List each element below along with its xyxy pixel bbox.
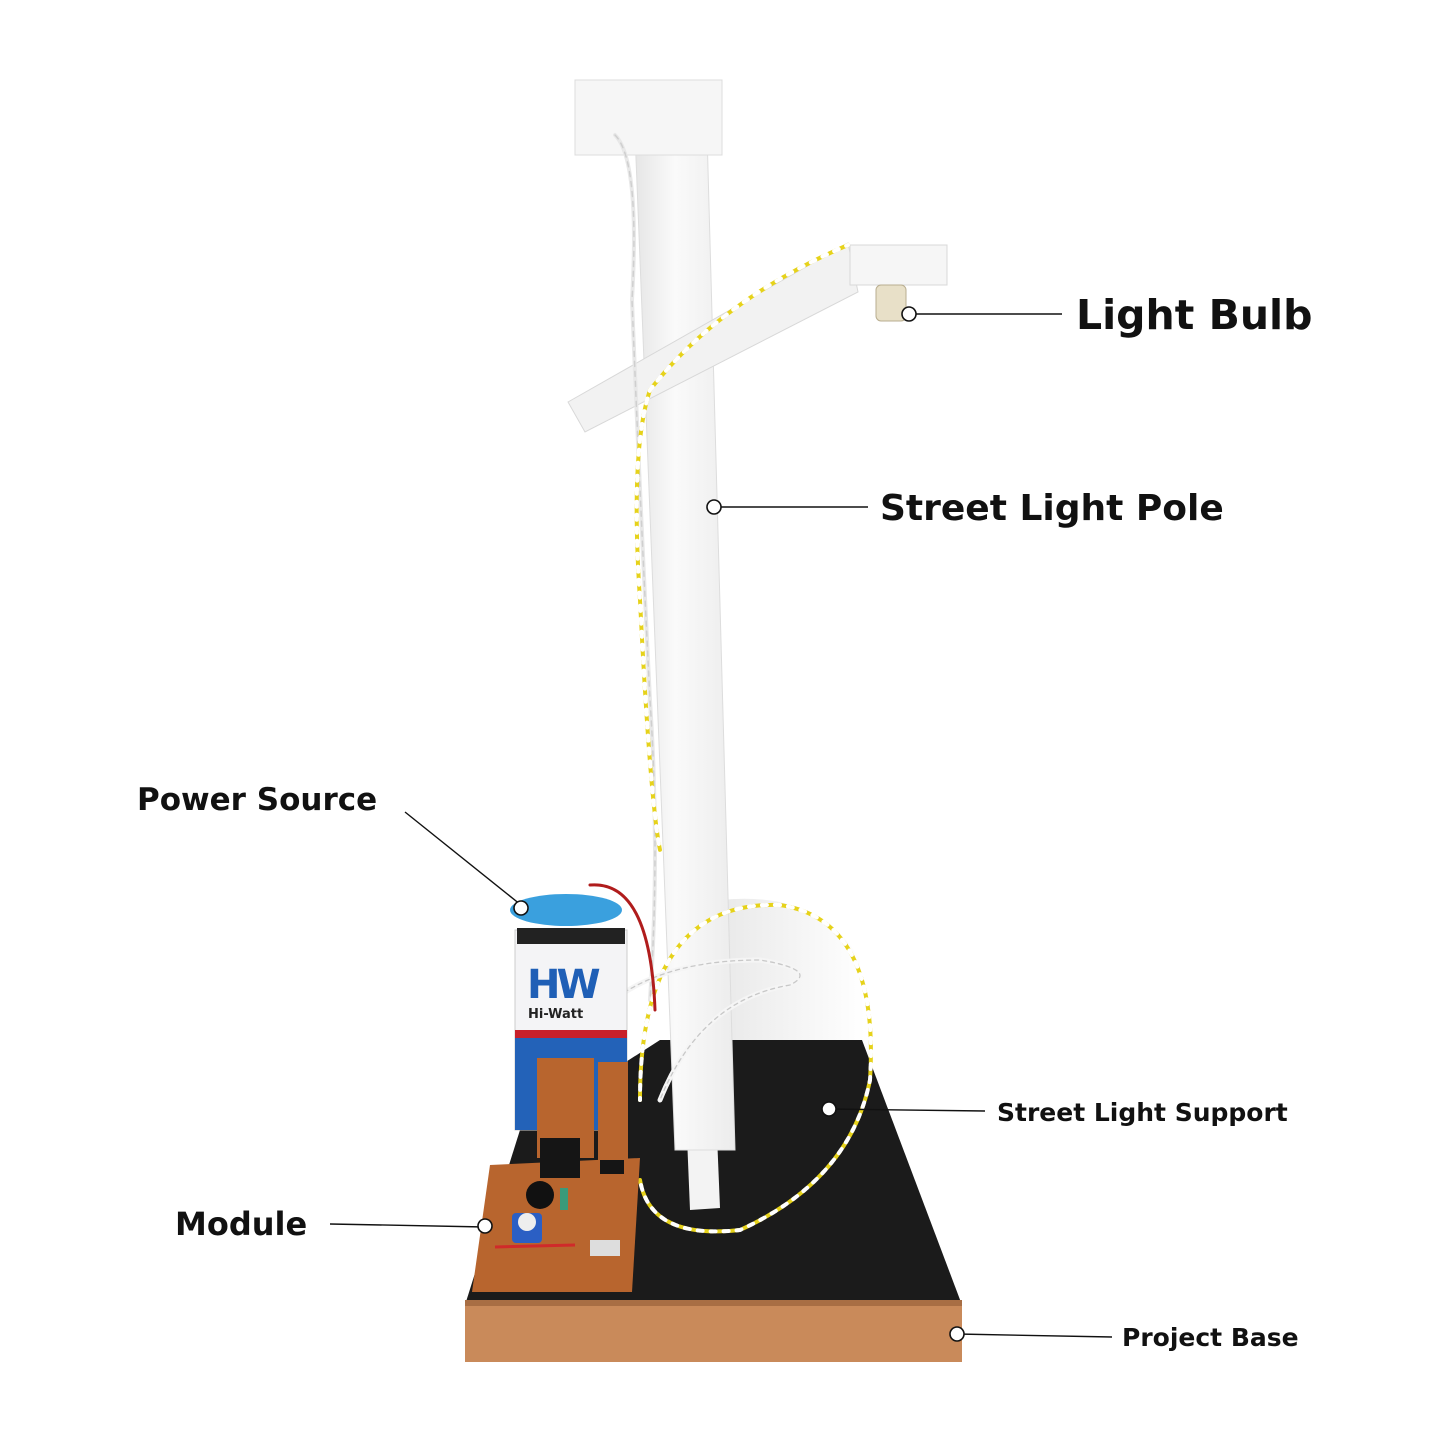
- label-module: Module: [175, 1205, 307, 1243]
- label-light-bulb: Light Bulb: [1076, 291, 1312, 339]
- label-power-source: Power Source: [137, 782, 377, 818]
- light-bulb: [875, 284, 907, 322]
- pole-marker: [706, 499, 722, 515]
- support-marker: [821, 1101, 837, 1117]
- wires: [567, 133, 873, 1234]
- light-bulb-marker: [901, 306, 917, 322]
- label-street-light-pole: Street Light Pole: [880, 488, 1224, 529]
- street-light-pole: [567, 79, 948, 1151]
- base-leader: [956, 1333, 1113, 1338]
- power-source-marker: [513, 900, 529, 916]
- label-street-light-support: Street Light Support: [997, 1098, 1288, 1127]
- battery-logo: HW: [527, 962, 599, 1008]
- label-project-base: Project Base: [1122, 1323, 1299, 1352]
- module-leader: [329, 1223, 486, 1228]
- module-marker: [477, 1218, 493, 1234]
- battery-brand-name: Hi-Watt: [528, 1007, 583, 1022]
- base-marker: [949, 1326, 965, 1342]
- circuit-module: [472, 1058, 640, 1292]
- support-leader: [828, 1108, 986, 1112]
- back-support-panel: [720, 898, 865, 1045]
- power-source-leader: [404, 811, 522, 906]
